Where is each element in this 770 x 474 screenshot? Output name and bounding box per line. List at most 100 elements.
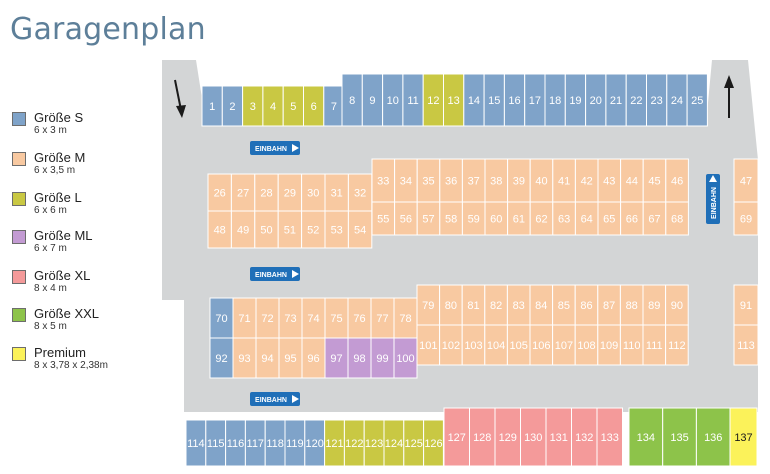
garage-133-box[interactable] xyxy=(596,407,623,467)
garage-102[interactable]: 102 xyxy=(439,324,463,366)
garage-29[interactable]: 29 xyxy=(277,173,303,212)
garage-84[interactable]: 84 xyxy=(529,284,554,326)
garage-4[interactable]: 4 xyxy=(262,85,284,127)
garage-125[interactable]: 125 xyxy=(403,419,425,467)
garage-119[interactable]: 119 xyxy=(284,419,306,467)
garage-77[interactable]: 77 xyxy=(370,297,395,339)
garage-93[interactable]: 93 xyxy=(232,337,257,379)
garage-99[interactable]: 99 xyxy=(370,337,395,379)
garage-112-box[interactable] xyxy=(665,324,689,366)
garage-50[interactable]: 50 xyxy=(254,210,279,249)
garage-114[interactable]: 114 xyxy=(185,419,207,467)
garage-25-box[interactable] xyxy=(686,73,708,127)
garage-87[interactable]: 87 xyxy=(597,284,621,326)
garage-118[interactable]: 118 xyxy=(264,419,286,467)
garage-126[interactable]: 126 xyxy=(423,419,444,467)
garage-24[interactable]: 24 xyxy=(666,73,688,127)
garage-9[interactable]: 9 xyxy=(361,73,384,127)
garage-108[interactable]: 108 xyxy=(574,324,599,366)
garage-71[interactable]: 71 xyxy=(232,297,257,339)
garage-51[interactable]: 51 xyxy=(277,210,303,249)
garage-96[interactable]: 96 xyxy=(301,337,326,379)
garage-6[interactable]: 6 xyxy=(303,85,325,127)
garage-86[interactable]: 86 xyxy=(574,284,599,326)
garage-113[interactable]: 113 xyxy=(733,324,759,366)
garage-32[interactable]: 32 xyxy=(347,173,373,212)
garage-25[interactable]: 25 xyxy=(686,73,708,127)
garage-128-box[interactable] xyxy=(469,407,496,467)
garage-49[interactable]: 49 xyxy=(230,210,256,249)
garage-8[interactable]: 8 xyxy=(341,73,363,127)
garage-116[interactable]: 116 xyxy=(225,419,246,467)
garage-66[interactable]: 66 xyxy=(620,201,644,236)
garage-129[interactable]: 129 xyxy=(494,407,521,467)
garage-43[interactable]: 43 xyxy=(597,158,622,203)
garage-3[interactable]: 3 xyxy=(242,85,264,127)
garage-39[interactable]: 39 xyxy=(507,158,531,203)
garage-100[interactable]: 100 xyxy=(393,337,418,379)
garage-121[interactable]: 121 xyxy=(324,419,345,467)
garage-37[interactable]: 37 xyxy=(461,158,486,203)
garage-89[interactable]: 89 xyxy=(642,284,667,326)
garage-33[interactable]: 33 xyxy=(371,158,396,203)
garage-76[interactable]: 76 xyxy=(347,297,372,339)
garage-136[interactable]: 136 xyxy=(695,407,731,467)
garage-55[interactable]: 55 xyxy=(371,201,396,236)
garage-11[interactable]: 11 xyxy=(402,73,424,127)
garage-126-box[interactable] xyxy=(423,419,444,467)
garage-44[interactable]: 44 xyxy=(620,158,644,203)
garage-81[interactable]: 81 xyxy=(461,284,486,326)
garage-107[interactable]: 107 xyxy=(552,324,576,366)
garage-127[interactable]: 127 xyxy=(443,407,470,467)
garage-17[interactable]: 17 xyxy=(524,73,546,127)
garage-5[interactable]: 5 xyxy=(282,85,305,127)
garage-19[interactable]: 19 xyxy=(564,73,587,127)
garage-23[interactable]: 23 xyxy=(646,73,668,127)
garage-22[interactable]: 22 xyxy=(625,73,648,127)
garage-7[interactable]: 7 xyxy=(323,85,345,127)
garage-42[interactable]: 42 xyxy=(574,158,599,203)
garage-136-box[interactable] xyxy=(695,407,731,467)
garage-45[interactable]: 45 xyxy=(642,158,667,203)
garage-117[interactable]: 117 xyxy=(244,419,266,467)
garage-73[interactable]: 73 xyxy=(278,297,303,339)
garage-28[interactable]: 28 xyxy=(254,173,279,212)
garage-46[interactable]: 46 xyxy=(665,158,689,203)
garage-18[interactable]: 18 xyxy=(544,73,566,127)
garage-112[interactable]: 112 xyxy=(665,324,689,366)
garage-30[interactable]: 30 xyxy=(301,173,326,212)
garage-60[interactable]: 60 xyxy=(484,201,509,236)
garage-113-box[interactable] xyxy=(733,324,759,366)
garage-31[interactable]: 31 xyxy=(324,173,349,212)
garage-70[interactable]: 70 xyxy=(209,297,234,339)
garage-88[interactable]: 88 xyxy=(619,284,644,326)
garage-61[interactable]: 61 xyxy=(507,201,531,236)
garage-58[interactable]: 58 xyxy=(439,201,463,236)
garage-59[interactable]: 59 xyxy=(461,201,486,236)
garage-75[interactable]: 75 xyxy=(324,297,349,339)
garage-14[interactable]: 14 xyxy=(463,73,485,127)
garage-15[interactable]: 15 xyxy=(483,73,505,127)
garage-65[interactable]: 65 xyxy=(597,201,622,236)
garage-133[interactable]: 133 xyxy=(596,407,623,467)
garage-68-box[interactable] xyxy=(665,201,689,236)
garage-98[interactable]: 98 xyxy=(347,337,372,379)
garage-74[interactable]: 74 xyxy=(301,297,326,339)
garage-83[interactable]: 83 xyxy=(506,284,531,326)
garage-130[interactable]: 130 xyxy=(520,407,547,467)
garage-105[interactable]: 105 xyxy=(506,324,531,366)
garage-97[interactable]: 97 xyxy=(324,337,349,379)
garage-80[interactable]: 80 xyxy=(439,284,463,326)
garage-47[interactable]: 47 xyxy=(733,158,759,203)
garage-95[interactable]: 95 xyxy=(278,337,303,379)
garage-130-box[interactable] xyxy=(520,407,547,467)
garage-26[interactable]: 26 xyxy=(207,173,232,212)
garage-111[interactable]: 111 xyxy=(642,324,667,366)
garage-109[interactable]: 109 xyxy=(597,324,621,366)
garage-12[interactable]: 12 xyxy=(422,73,445,127)
garage-54[interactable]: 54 xyxy=(347,210,373,249)
garage-2[interactable]: 2 xyxy=(221,85,244,127)
garage-41[interactable]: 41 xyxy=(552,158,576,203)
garage-135[interactable]: 135 xyxy=(662,407,697,467)
garage-35[interactable]: 35 xyxy=(416,158,441,203)
